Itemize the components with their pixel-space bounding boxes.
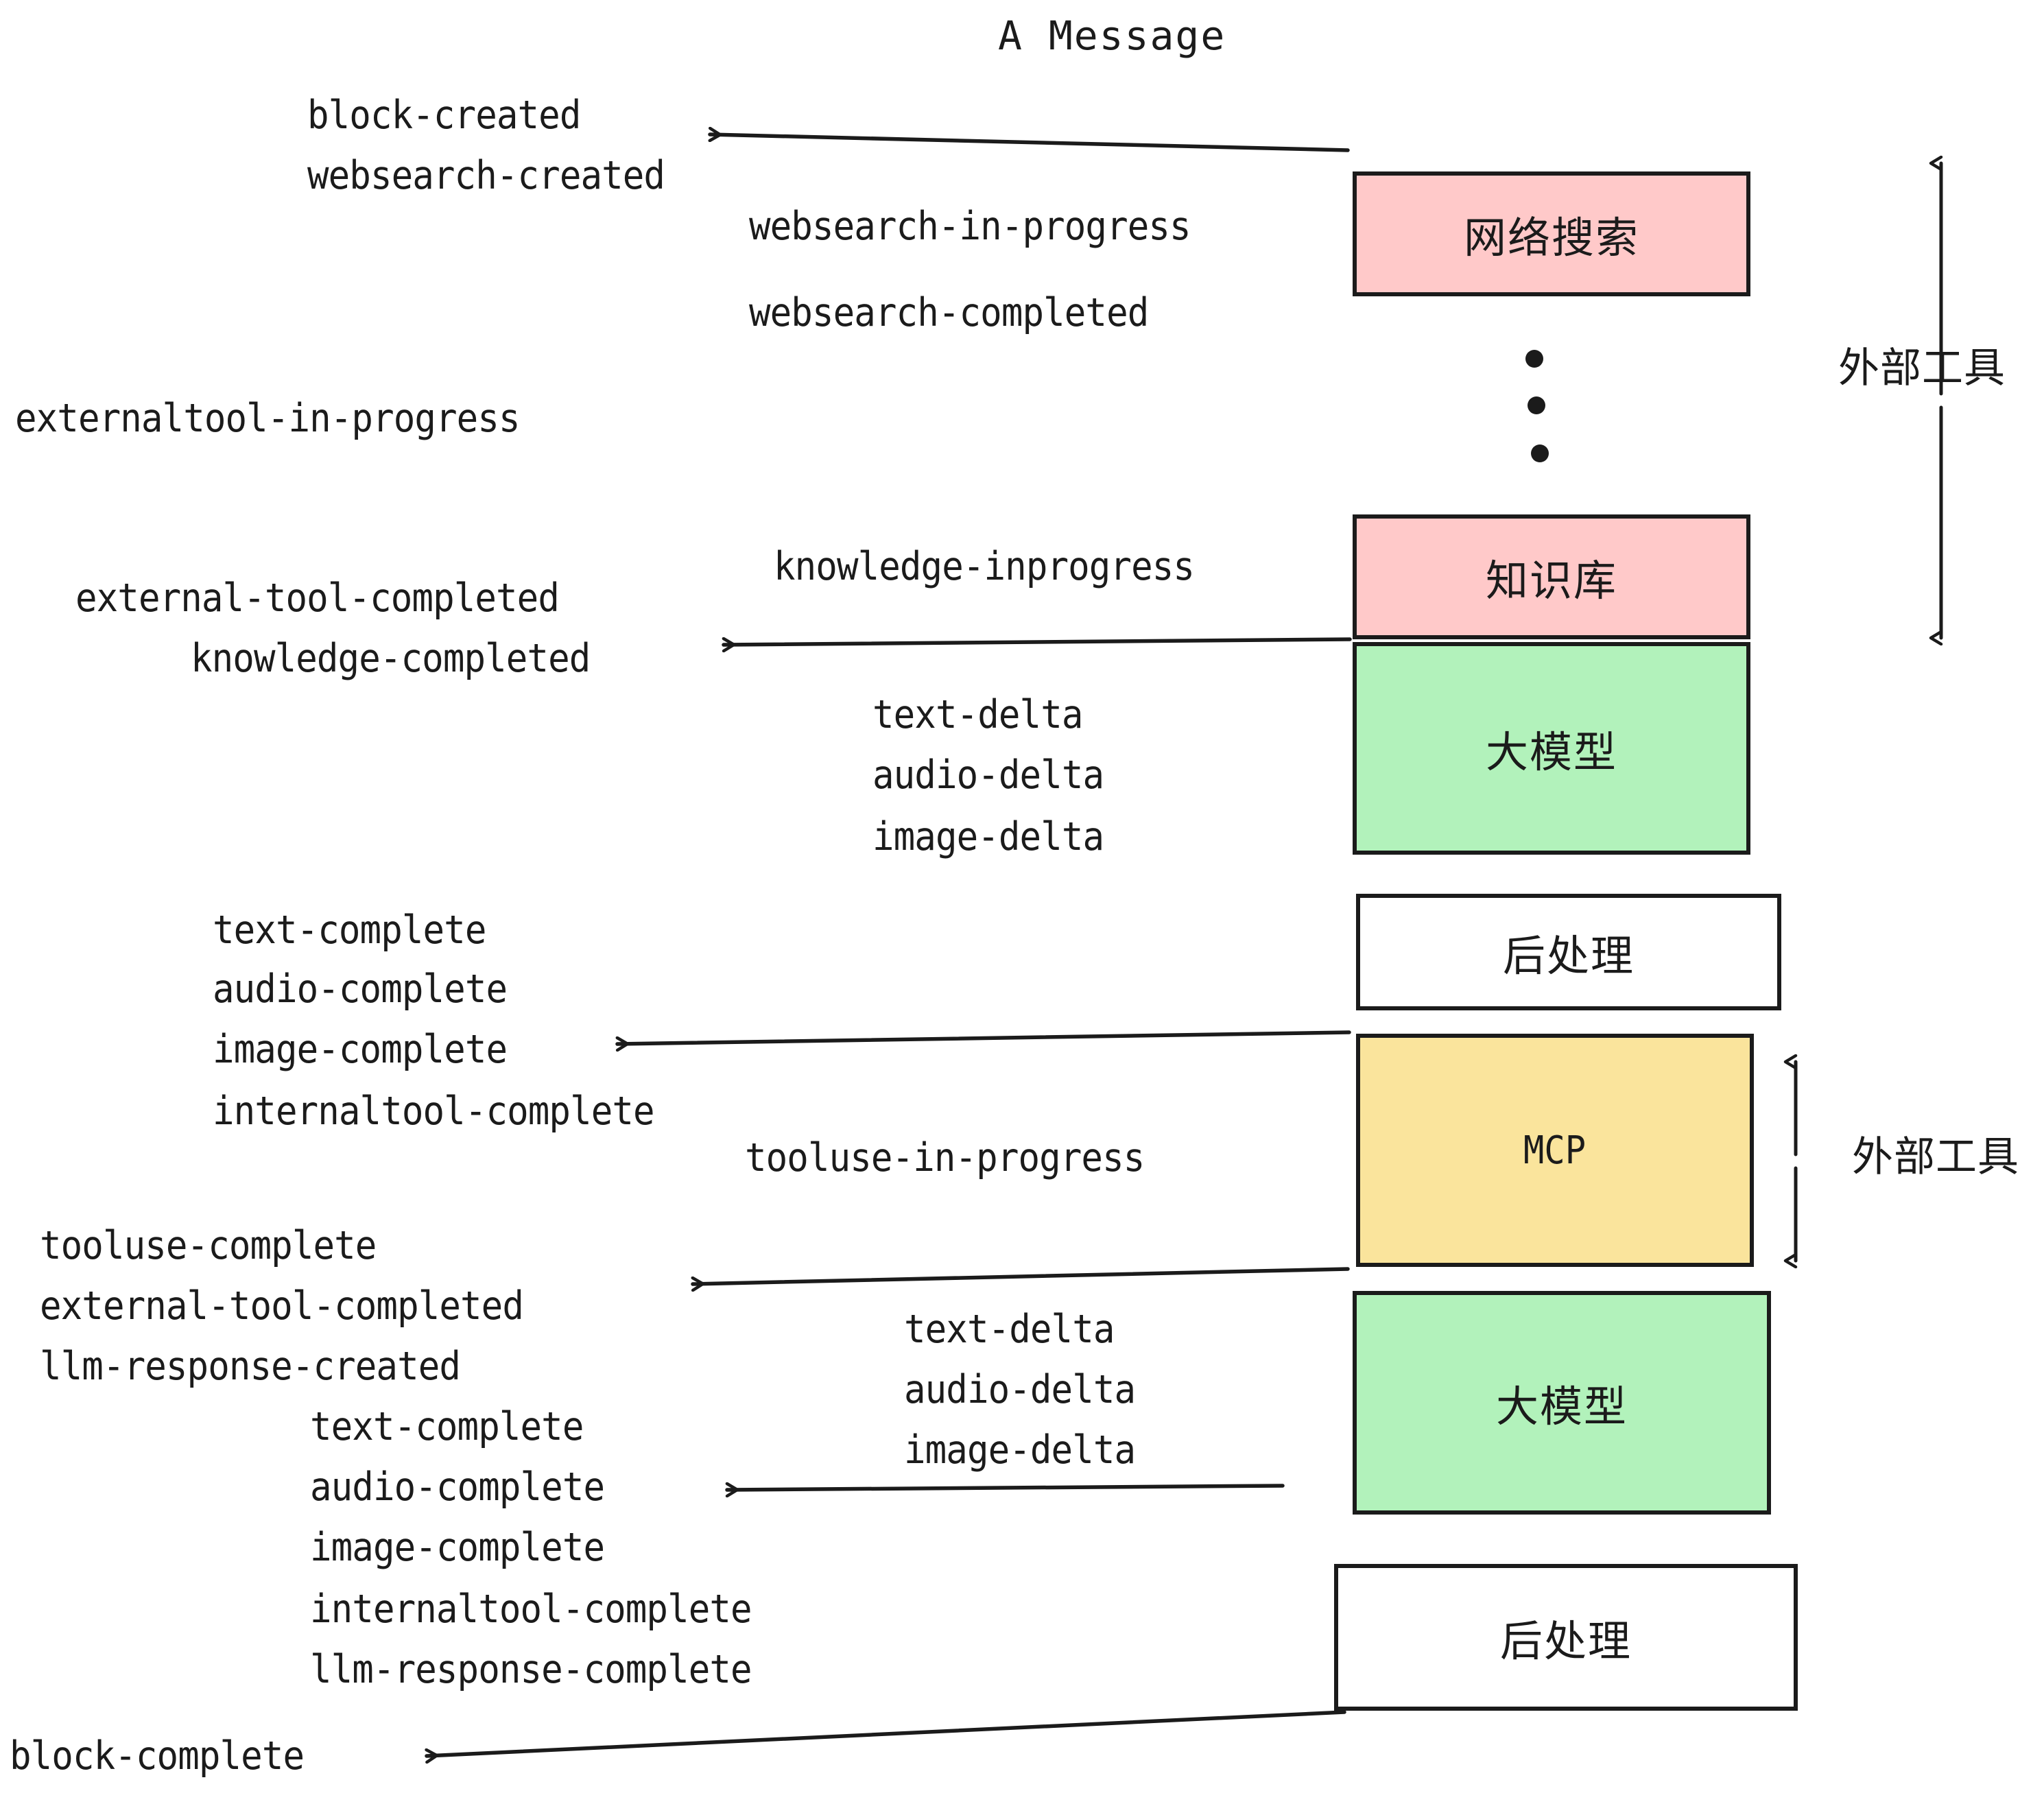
event-label-externaltool-in-progress: externaltool-in-progress: [15, 396, 521, 441]
side-label-external-tools-top: 外部工具: [1838, 344, 2006, 392]
arrow-knowledge-completed-arrow: [722, 639, 1352, 645]
event-label-websearch-completed: websearch-completed: [749, 290, 1149, 335]
event-label-websearch-created: websearch-created: [307, 153, 665, 198]
event-label-knowledge-inprogress: knowledge-inprogress: [774, 544, 1195, 589]
event-label-tooluse-in-progress: tooluse-in-progress: [745, 1135, 1145, 1180]
event-label-audio-delta-2: audio-delta: [904, 1367, 1136, 1412]
event-label-block-complete: block-complete: [10, 1733, 305, 1779]
event-label-text-delta-2: text-delta: [904, 1307, 1115, 1352]
event-label-internaltool-complete-2: internaltool-complete: [310, 1587, 752, 1632]
node-label: 大模型: [1485, 727, 1617, 777]
side-label-external-tools-bottom: 外部工具: [1852, 1133, 2019, 1181]
event-label-text-complete-2: text-complete: [310, 1404, 584, 1449]
event-label-external-tool-completed-2: external-tool-completed: [40, 1283, 524, 1329]
event-label-tooluse-complete: tooluse-complete: [40, 1223, 377, 1268]
arrow-audio-complete-arrow: [725, 1486, 1285, 1490]
ellipsis-dot-1: [1525, 350, 1543, 368]
node-knowledge: 知识库: [1353, 514, 1750, 639]
event-label-external-tool-completed-1: external-tool-completed: [75, 575, 560, 621]
event-label-image-delta-2: image-delta: [904, 1427, 1136, 1473]
event-label-image-delta-1: image-delta: [872, 814, 1104, 859]
diagram-title: A Message: [998, 12, 1226, 59]
event-label-audio-complete-2: audio-complete: [310, 1464, 605, 1510]
ellipsis-dot-2: [1528, 396, 1545, 414]
node-label: 网络搜索: [1463, 213, 1639, 263]
node-llm-2: 大模型: [1353, 1291, 1771, 1515]
node-label: 后处理: [1502, 931, 1635, 981]
node-label: 大模型: [1495, 1381, 1628, 1432]
event-label-audio-delta-1: audio-delta: [872, 752, 1104, 798]
event-label-block-created: block-created: [307, 93, 581, 138]
node-mcp: MCP: [1356, 1034, 1754, 1267]
ellipsis-dot-3: [1531, 444, 1549, 462]
event-label-websearch-in-progress: websearch-in-progress: [749, 204, 1191, 249]
node-llm-1: 大模型: [1353, 642, 1750, 855]
arrow-block-created-arrow: [708, 134, 1350, 152]
event-label-knowledge-completed: knowledge-completed: [191, 636, 591, 681]
node-postprocess-1: 后处理: [1356, 894, 1781, 1010]
event-label-image-complete-2: image-complete: [310, 1525, 605, 1570]
node-label: 后处理: [1499, 1616, 1632, 1666]
arrow-image-complete-arrow: [615, 1030, 1351, 1044]
event-label-image-complete-1: image-complete: [213, 1027, 508, 1072]
node-websearch: 网络搜索: [1353, 171, 1750, 296]
event-label-llm-response-created: llm-response-created: [40, 1344, 461, 1389]
node-postprocess-2: 后处理: [1334, 1564, 1798, 1711]
arrow-block-complete-arrow: [425, 1710, 1346, 1756]
event-label-audio-complete-1: audio-complete: [213, 966, 508, 1012]
event-label-text-delta-1: text-delta: [872, 692, 1083, 737]
node-label: MCP: [1523, 1128, 1587, 1173]
event-label-llm-response-complete: llm-response-complete: [310, 1647, 752, 1692]
event-label-text-complete-1: text-complete: [213, 907, 486, 953]
event-label-internaltool-complete-1: internaltool-complete: [213, 1089, 655, 1134]
node-label: 知识库: [1485, 556, 1617, 606]
arrow-tooluse-complete-arrow: [691, 1267, 1350, 1284]
